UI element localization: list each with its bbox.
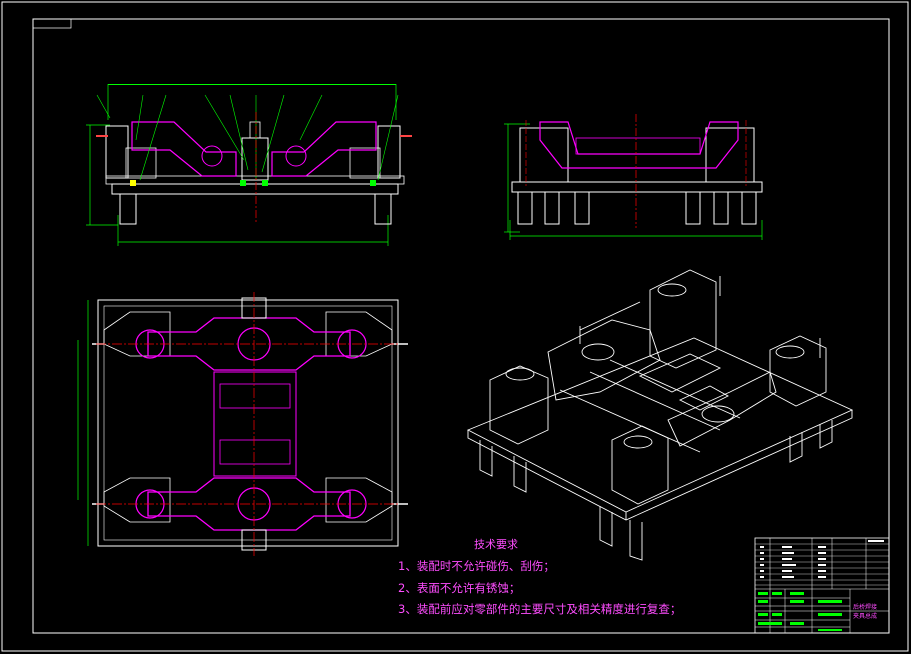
requirement-item-2: 2、表面不允许有锈蚀； [398, 581, 521, 595]
requirement-item-1: 1、装配时不允许碰伤、刮伤； [398, 559, 555, 573]
technical-requirements-title: 技术要求 [474, 538, 518, 551]
top-view [77, 292, 408, 556]
front-view [86, 84, 412, 246]
drawing-name-line1: 后桥焊接 [853, 604, 878, 611]
drawing-name-line2: 夹具总成 [853, 613, 878, 620]
sheet-border-inner [32, 18, 890, 634]
side-view [504, 114, 763, 240]
isometric-view [466, 269, 854, 561]
corner-label-box [32, 18, 72, 29]
requirement-item-3: 3、装配前应对零部件的主要尺寸及相关精度进行复查； [398, 602, 682, 616]
title-block [754, 537, 890, 634]
